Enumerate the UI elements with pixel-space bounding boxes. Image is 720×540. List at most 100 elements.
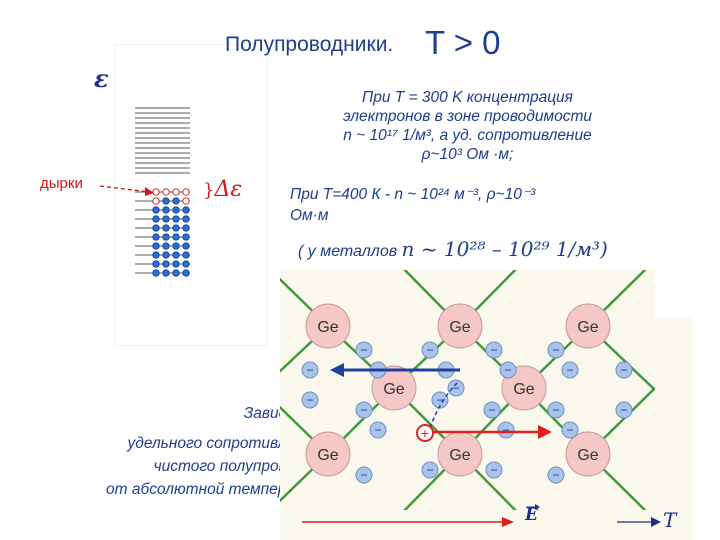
band-electron: [162, 242, 170, 250]
t-axis-arrow: [617, 517, 661, 527]
valence-electron: [447, 379, 465, 397]
ge-atom-label: Ge: [577, 447, 598, 464]
valence-electron: [483, 401, 501, 419]
valence-electron: [421, 461, 439, 479]
valence-electron: [369, 421, 387, 439]
valence-electron: [301, 361, 319, 379]
band-electron: [182, 215, 190, 223]
valence-electron: [615, 361, 633, 379]
holes-label: дырки: [40, 175, 83, 192]
band-hole: [172, 188, 180, 196]
band-electron: [182, 242, 190, 250]
band-hole: [162, 188, 170, 196]
band-electron: [172, 269, 180, 277]
band-electron: [152, 215, 160, 223]
valence-electron: [561, 421, 579, 439]
valence-electron: [355, 466, 373, 484]
electron-sign: −: [502, 423, 509, 437]
band-hole: [152, 197, 160, 205]
electron-sign: −: [552, 468, 559, 482]
band-electron: [172, 197, 180, 205]
field-vector-mark: [526, 504, 540, 510]
electron-sign: −: [360, 343, 367, 357]
band-electron: [152, 251, 160, 259]
side-text-line-1: Зависи: [243, 405, 295, 422]
band-electron: [162, 251, 170, 259]
info-line-4: ρ~10³ Ом ·м;: [421, 146, 514, 163]
electron-sign: −: [552, 403, 559, 417]
field-label: E: [525, 505, 538, 525]
band-electron: [182, 269, 190, 277]
conduction-band-levels: [135, 107, 190, 174]
band-gap-label: }Δε: [203, 177, 243, 202]
ge-atom-label: Ge: [317, 319, 338, 336]
electron-sign: −: [360, 468, 367, 482]
info-line-6: Ом·м: [290, 207, 329, 224]
electron-sign: −: [620, 363, 627, 377]
electron-sign: −: [552, 343, 559, 357]
band-electron: [152, 233, 160, 241]
energy-axis-label: ε: [94, 64, 109, 93]
band-electron: [182, 260, 190, 268]
electron-sign: −: [426, 463, 433, 477]
ge-atom-label: Ge: [577, 319, 598, 336]
temperature-axis-label: T: [663, 508, 677, 532]
electron-sign: −: [426, 343, 433, 357]
band-electron: [162, 233, 170, 241]
band-diagram-panel: [115, 45, 267, 345]
electron-sign: −: [306, 393, 313, 407]
valence-electron: [355, 401, 373, 419]
band-electron: [162, 206, 170, 214]
field-arrow: [302, 517, 514, 527]
band-electron: [152, 260, 160, 268]
info-line-5: При T=400 К - n ~ 10²⁴ м⁻³, ρ~10⁻³: [290, 186, 536, 203]
ge-atom-label: Ge: [383, 381, 404, 398]
electron-sign: −: [452, 381, 459, 395]
metals-prefix: ( у металлов: [298, 243, 398, 260]
temperature-condition: T > 0: [425, 24, 501, 61]
valence-electron: [547, 401, 565, 419]
side-text-line-3: чистого полупрово: [153, 458, 295, 475]
ge-atom: [501, 365, 547, 411]
energy-band-diagram: [135, 107, 190, 277]
ge-atom-label: Ge: [513, 381, 534, 398]
band-electron: [172, 242, 180, 250]
band-electron: [172, 224, 180, 232]
side-text-line-2: удельного сопротивле: [127, 435, 295, 452]
ge-atom: [437, 303, 483, 349]
ge-atom: [305, 303, 351, 349]
metals-formula: n ~ 10²⁸ – 10²⁹ 1/м³): [401, 237, 608, 261]
valence-electron: [431, 391, 449, 409]
valence-band-levels: [135, 191, 190, 274]
ge-atom: [565, 431, 611, 477]
hole-flow-arrow: [430, 425, 552, 439]
holes-arrow: [99, 185, 154, 196]
valence-electron: [547, 466, 565, 484]
valence-electron: [485, 341, 503, 359]
band-electron: [172, 233, 180, 241]
valence-electron: [547, 341, 565, 359]
electron-sign: −: [566, 363, 573, 377]
ge-atom: [371, 365, 417, 411]
band-electron: [162, 260, 170, 268]
band-electron: [152, 242, 160, 250]
band-electron: [162, 215, 170, 223]
ge-atom: [565, 303, 611, 349]
band-hole: [182, 188, 190, 196]
band-electron: [182, 224, 190, 232]
electron-sign: −: [306, 363, 313, 377]
info-paragraph-2: При T=400 К - n ~ 10²⁴ м⁻³, ρ~10⁻³ Ом·м: [290, 184, 670, 226]
band-electron: [172, 251, 180, 259]
band-hole: [152, 188, 160, 196]
valence-electron: [301, 391, 319, 409]
band-electron: [152, 224, 160, 232]
band-electron: [162, 197, 170, 205]
electron-sign: −: [490, 463, 497, 477]
band-electron: [182, 251, 190, 259]
hole-sign: +: [421, 425, 429, 441]
ge-atom-label: Ge: [449, 447, 470, 464]
valence-electron: [561, 361, 579, 379]
electron-sign: −: [488, 403, 495, 417]
side-text-line-4: от абсолютной темпера: [106, 481, 295, 498]
ge-atom-label: Ge: [449, 319, 470, 336]
